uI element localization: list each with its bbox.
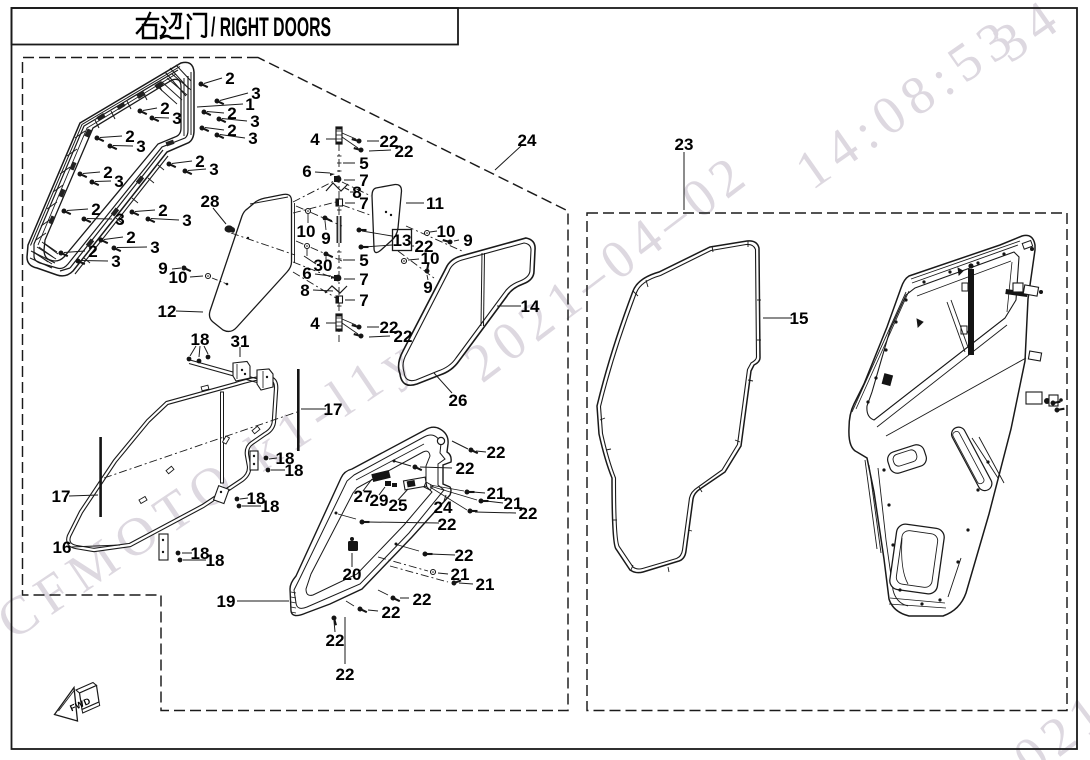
svg-text:27: 27	[354, 487, 373, 506]
svg-text:3: 3	[172, 109, 181, 128]
svg-text:9: 9	[463, 231, 472, 250]
svg-text:4: 4	[310, 130, 320, 149]
svg-text:18: 18	[285, 461, 304, 480]
svg-text:2: 2	[225, 69, 234, 88]
svg-text:/ RIGHT DOORS: / RIGHT DOORS	[211, 12, 331, 42]
svg-text:12: 12	[158, 302, 177, 321]
svg-text:3: 3	[114, 172, 123, 191]
svg-text:22: 22	[456, 459, 475, 478]
svg-text:3: 3	[111, 252, 120, 271]
svg-text:2: 2	[126, 228, 135, 247]
svg-text:22: 22	[394, 327, 413, 346]
svg-text:25: 25	[389, 496, 408, 515]
svg-text:7: 7	[359, 291, 368, 310]
svg-text:9: 9	[423, 278, 432, 297]
svg-text:3: 3	[250, 112, 259, 131]
svg-text:24: 24	[518, 131, 537, 150]
svg-text:9: 9	[321, 229, 330, 248]
svg-text:22: 22	[326, 631, 345, 650]
svg-text:19: 19	[217, 592, 236, 611]
svg-text:18: 18	[261, 497, 280, 516]
svg-text:3: 3	[251, 84, 260, 103]
svg-text:6: 6	[302, 264, 311, 283]
svg-text:22: 22	[487, 443, 506, 462]
svg-text:2: 2	[88, 242, 97, 261]
svg-text:10: 10	[421, 249, 440, 268]
svg-text:8: 8	[352, 183, 361, 202]
svg-text:29: 29	[370, 491, 389, 510]
svg-text:3: 3	[209, 160, 218, 179]
svg-text:3: 3	[182, 211, 191, 230]
svg-text:2: 2	[227, 121, 236, 140]
svg-text:2: 2	[158, 201, 167, 220]
svg-text:14: 14	[521, 297, 540, 316]
svg-text:3: 3	[115, 210, 124, 229]
svg-text:31: 31	[231, 332, 250, 351]
svg-text:18: 18	[206, 551, 225, 570]
svg-text:24: 24	[434, 498, 453, 517]
svg-text:2: 2	[91, 200, 100, 219]
svg-text:22: 22	[519, 504, 538, 523]
svg-text:13: 13	[393, 231, 412, 250]
svg-text:22: 22	[380, 318, 399, 337]
svg-text:22: 22	[413, 590, 432, 609]
svg-text:9: 9	[158, 259, 167, 278]
svg-text:22: 22	[382, 603, 401, 622]
svg-text:8: 8	[300, 281, 309, 300]
svg-text:11: 11	[426, 194, 444, 213]
svg-text:7: 7	[359, 171, 368, 190]
svg-text:3: 3	[136, 137, 145, 156]
svg-text:4: 4	[310, 314, 320, 333]
svg-text:2: 2	[160, 99, 169, 118]
svg-text:5: 5	[359, 154, 368, 173]
svg-text:28: 28	[201, 192, 220, 211]
svg-text:22: 22	[415, 237, 434, 256]
svg-text:2: 2	[227, 104, 236, 123]
svg-text:21: 21	[451, 565, 470, 584]
svg-text:30: 30	[314, 256, 333, 275]
svg-text:5: 5	[359, 251, 368, 270]
svg-text:7: 7	[359, 270, 368, 289]
svg-text:10: 10	[297, 222, 316, 241]
svg-text:17: 17	[324, 400, 343, 419]
svg-text:3: 3	[248, 129, 257, 148]
svg-text:2: 2	[103, 163, 112, 182]
svg-text:15: 15	[790, 309, 809, 328]
svg-text:17: 17	[52, 487, 71, 506]
svg-text:22: 22	[455, 546, 474, 565]
svg-text:18: 18	[191, 544, 210, 563]
svg-text:3: 3	[150, 238, 159, 257]
svg-text:21: 21	[476, 575, 495, 594]
svg-text:22: 22	[336, 665, 355, 684]
svg-text:10: 10	[169, 268, 188, 287]
svg-text:7: 7	[359, 194, 368, 213]
svg-text:20: 20	[343, 565, 362, 584]
svg-text:21: 21	[504, 494, 523, 513]
svg-text:22: 22	[380, 132, 399, 151]
svg-text:18: 18	[191, 330, 210, 349]
svg-text:2: 2	[125, 127, 134, 146]
svg-text:23: 23	[675, 135, 694, 154]
svg-text:18: 18	[276, 449, 295, 468]
svg-text:18: 18	[247, 489, 266, 508]
svg-text:26: 26	[449, 391, 468, 410]
svg-text:2: 2	[195, 152, 204, 171]
svg-text:10: 10	[437, 222, 456, 241]
svg-text:22: 22	[438, 515, 457, 534]
svg-text:6: 6	[302, 162, 311, 181]
svg-text:21: 21	[487, 484, 506, 503]
svg-text:16: 16	[53, 538, 72, 557]
svg-text:1: 1	[245, 95, 254, 114]
svg-text:22: 22	[395, 142, 414, 161]
